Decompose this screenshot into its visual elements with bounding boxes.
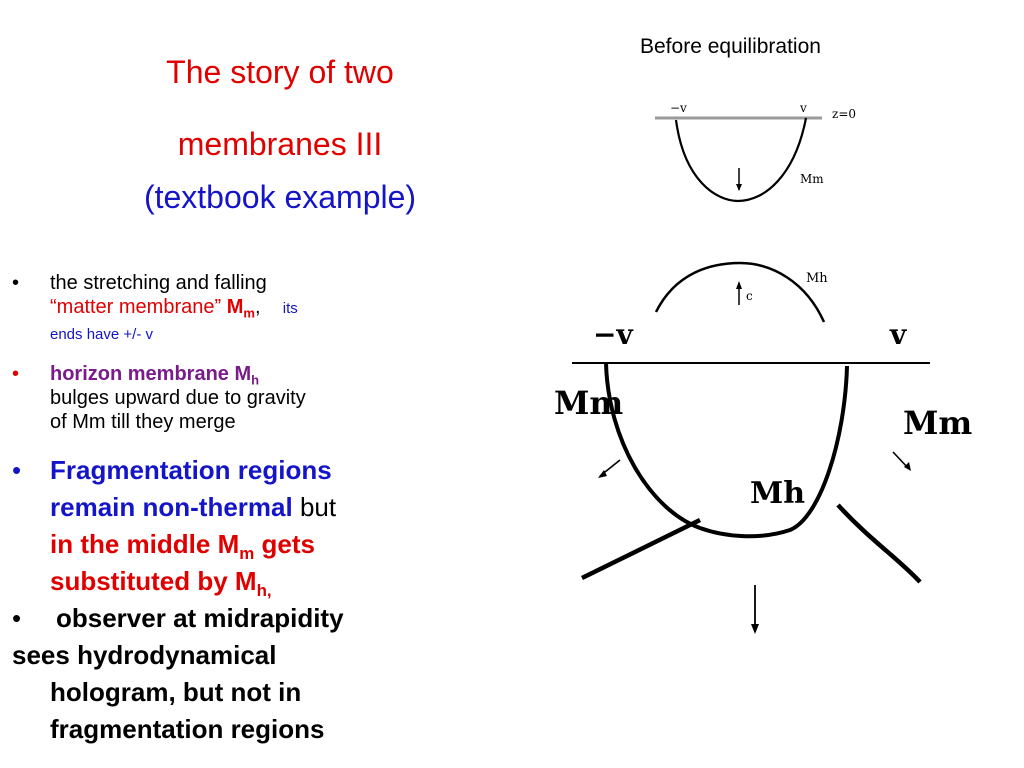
bullet-3-sub-2: h, <box>256 580 272 600</box>
right-mm-label: Mm <box>903 404 972 442</box>
z-zero-label: z=0 <box>832 107 856 121</box>
bullet-fragmentation: Fragmentation regions remain non-thermal… <box>50 452 450 600</box>
bullet-2-bold: horizon membrane M <box>50 363 252 385</box>
slide-title-line-1: The story of two <box>166 54 394 90</box>
up-arrowhead-icon <box>736 281 742 289</box>
down-arrowhead-icon <box>736 184 742 191</box>
large-left-v-label: −v <box>593 318 633 351</box>
bullet-4-line-4: fragmentation regions <box>50 714 325 744</box>
small-mm-label: Mm <box>800 172 824 186</box>
bullet-3-red-3: substituted by M <box>50 566 257 596</box>
small-left-v-label: −v <box>670 101 687 115</box>
matter-membrane-curve <box>674 117 808 203</box>
slide-subtitle: (textbook example) <box>143 179 417 215</box>
bullet-1-comma: , <box>254 296 261 318</box>
top-mh-label: Mh <box>806 271 828 286</box>
bullet-3-sub-1: m <box>239 543 255 563</box>
bullet-marker: • <box>12 603 22 633</box>
bullet-1-small-2: ends have +/- v <box>50 326 153 343</box>
bullet-3-red-1: in the middle M <box>50 529 240 559</box>
bullet-3-blue-2: remain non-thermal <box>50 492 293 522</box>
bullet-marker: • <box>12 272 20 294</box>
bullet-2-line-3: of Mm till they merge <box>50 411 236 433</box>
bullet-marker: • <box>12 455 22 485</box>
left-fragmentation-line <box>581 517 701 581</box>
bullet-1-text: the stretching and falling <box>50 272 267 294</box>
slide-title-line-2: membranes III <box>177 126 383 162</box>
bullet-2-line-2: bulges upward due to gravity <box>50 387 306 409</box>
arrow-c-label: c <box>746 289 753 303</box>
bullet-horizon-membrane: horizon membrane Mh bulges upward due to… <box>50 362 430 434</box>
bullet-3-but: but <box>292 492 337 522</box>
bullet-observer: sees hydrodynamical hologram, but not in… <box>12 637 432 748</box>
right-fragmentation-line <box>836 503 922 584</box>
large-diagram: c Mh −v v Mm Mm Mh <box>554 261 972 634</box>
diagram-caption: Before equilibration <box>640 35 821 58</box>
large-right-v-label: v <box>889 318 907 351</box>
bullet-1-quote: “matter membrane” <box>50 296 222 318</box>
center-mh-label: Mh <box>750 476 805 511</box>
bullet-4-line-2: sees hydrodynamical <box>12 640 277 670</box>
bullet-3-red-2: gets <box>254 529 315 559</box>
bullet-matter-membrane: the stretching and falling “matter membr… <box>50 271 430 347</box>
bottom-down-arrowhead-icon <box>751 624 759 634</box>
horizon-membrane-arc <box>654 261 826 323</box>
bullet-3-blue-1: Fragmentation regions <box>50 455 332 485</box>
small-right-v-label: v <box>799 101 807 115</box>
bullet-marker: • <box>12 363 20 385</box>
merged-membrane-curve <box>604 362 849 539</box>
left-mm-label: Mm <box>554 384 623 422</box>
bullet-1-sub: m <box>243 305 255 321</box>
small-diagram: −v v z=0 Mm <box>655 101 856 203</box>
bullet-2-sub: h <box>251 372 260 388</box>
right-diagonal-arrowhead-icon <box>904 462 911 471</box>
left-diagonal-arrowhead-icon <box>598 470 607 478</box>
bullet-1-small-1: its <box>282 300 298 317</box>
bullet-4-line-1: observer at midrapidity <box>56 603 344 633</box>
bullet-1-symbol: M <box>226 296 244 318</box>
bullet-4-line-3: hologram, but not in <box>50 677 302 707</box>
